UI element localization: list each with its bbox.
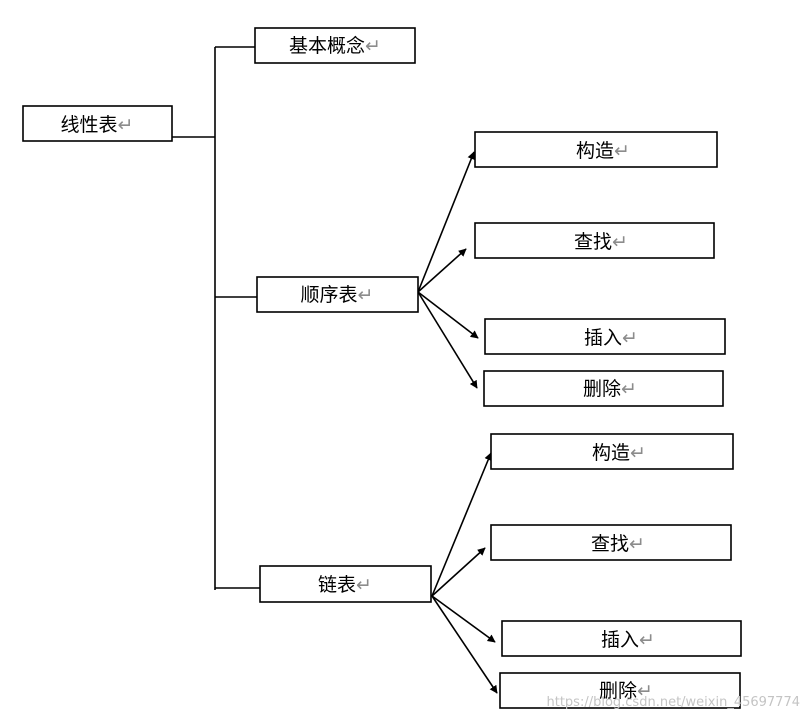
svg-text:链表↵: 链表↵ [318,574,372,596]
svg-text:构造↵: 构造↵ [576,140,630,162]
node-linked-insert-label: 插入 [601,629,639,651]
node-root-label: 线性表 [61,114,118,136]
node-concept: 基本概念↵ [254,27,416,64]
node-linked-delete-label: 删除 [599,680,637,702]
paragraph-mark: ↵ [629,533,645,555]
paragraph-mark: ↵ [614,140,630,162]
paragraph-mark: ↵ [637,680,653,702]
arrow-linked-insert [431,595,496,643]
svg-text:插入↵: 插入↵ [584,327,638,349]
root-connectors [172,46,260,590]
svg-text:顺序表↵: 顺序表↵ [301,284,374,306]
arrow-seq-insert [417,291,479,339]
node-linked-delete: 删除↵ [499,672,741,709]
seq-arrows [417,151,479,389]
node-root: 线性表↵ [22,105,173,142]
svg-text:插入↵: 插入↵ [601,629,655,651]
node-linked-build: 构造↵ [490,433,734,470]
node-seq-delete-label: 删除 [583,378,621,400]
node-seq-find: 查找↵ [474,222,715,259]
paragraph-mark: ↵ [622,327,638,349]
paragraph-mark: ↵ [621,378,637,400]
svg-text:查找↵: 查找↵ [591,533,645,555]
svg-text:线性表↵: 线性表↵ [61,114,134,136]
arrow-seq-build [417,151,476,293]
paragraph-mark: ↵ [612,231,628,253]
paragraph-mark: ↵ [365,35,381,57]
paragraph-mark: ↵ [358,284,374,306]
arrow-linked-build [431,452,492,597]
arrow-seq-delete [417,291,478,389]
paragraph-mark: ↵ [118,114,134,136]
paragraph-mark: ↵ [639,629,655,651]
svg-text:删除↵: 删除↵ [599,680,653,702]
node-seq: 顺序表↵ [256,276,419,313]
paragraph-mark: ↵ [356,574,372,596]
arrow-linked-delete [431,595,498,694]
watermark-text: https://blog.csdn.net/weixin_45697774 [546,695,800,710]
node-linked-build-label: 构造 [592,442,630,464]
paragraph-mark: ↵ [630,442,646,464]
svg-text:构造↵: 构造↵ [592,442,646,464]
node-seq-insert-label: 插入 [584,327,622,349]
node-seq-build: 构造↵ [474,131,718,168]
node-linked-find: 查找↵ [490,524,732,561]
svg-text:基本概念↵: 基本概念↵ [289,34,381,57]
linked-arrows [431,452,498,694]
node-seq-delete: 删除↵ [483,370,724,407]
node-linked: 链表↵ [259,565,432,603]
node-seq-insert: 插入↵ [484,318,726,355]
node-linked-find-label: 查找 [591,533,629,555]
node-linked-insert: 插入↵ [501,620,742,657]
arrow-linked-find [431,547,486,597]
node-concept-label: 基本概念 [289,34,365,57]
arrow-seq-find [417,248,467,293]
node-seq-build-label: 构造 [576,140,614,162]
svg-text:删除↵: 删除↵ [583,378,637,400]
node-seq-label: 顺序表 [301,284,358,306]
node-linked-label: 链表 [318,574,356,596]
svg-text:查找↵: 查找↵ [574,231,628,253]
node-seq-find-label: 查找 [574,231,612,253]
